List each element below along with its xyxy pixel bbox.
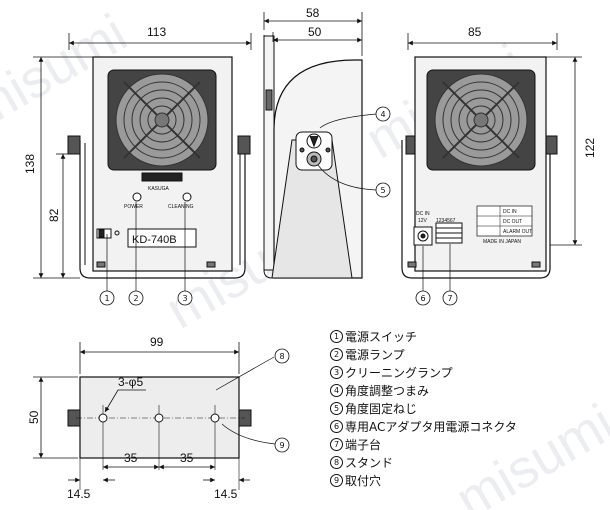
bottom-width-dim: 99	[150, 335, 164, 349]
terminal-row-2: DC OUT	[503, 219, 522, 225]
legend-label: 取付穴	[345, 474, 382, 488]
callout-4: 4	[380, 110, 385, 119]
front-view: KASUGA	[67, 56, 251, 279]
legend-label: スタンド	[345, 456, 394, 470]
made-in-label: MADE IN JAPAN	[483, 239, 521, 245]
legend-label: 電源ランプ	[345, 348, 405, 362]
callout-8: 8	[279, 352, 284, 361]
legend-label: 角度調整つまみ	[345, 384, 430, 398]
legend-label: 専用ACアダプタ用電源コネクタ	[345, 420, 517, 434]
rear-view	[401, 56, 558, 279]
pitch-left-dim: 35	[124, 451, 138, 465]
rear-height-dim: 122	[583, 138, 597, 158]
side-outer-dim: 58	[306, 6, 320, 20]
legend-number: 4	[330, 384, 343, 397]
front-logo: KASUGA	[148, 186, 170, 192]
legend-label: 角度固定ねじ	[345, 402, 418, 416]
callout-7: 7	[447, 294, 452, 303]
rear-dimension-lines	[407, 33, 582, 246]
front-width-dim: 113	[147, 25, 166, 39]
legend-number: 8	[330, 456, 343, 469]
callout-5: 5	[380, 186, 385, 195]
legend-number: 1	[330, 330, 343, 343]
legend-number: 6	[330, 420, 343, 433]
callout-3: 3	[182, 294, 187, 303]
legend-number: 5	[330, 402, 343, 415]
front-base-dim: 82	[47, 208, 61, 222]
holes-label: 3-φ5	[118, 375, 143, 389]
offset-left-dim: 14.5	[67, 487, 91, 501]
callout-leaders	[106, 113, 451, 445]
cleaning-label: CLEANING	[168, 204, 194, 210]
terminal-row-3: ALARM OUT	[503, 229, 532, 235]
side-view	[263, 35, 363, 279]
side-dimension-lines	[263, 12, 363, 56]
side-inner-dim: 50	[308, 25, 322, 39]
legend-number: 2	[330, 348, 343, 361]
legend-number: 3	[330, 366, 343, 379]
rear-width-dim: 85	[468, 25, 482, 39]
pitch-right-dim: 35	[180, 451, 194, 465]
callout-9: 9	[279, 441, 284, 450]
front-dimension-lines	[33, 33, 252, 279]
legend-number: 9	[330, 474, 343, 487]
offset-right-dim: 14.5	[214, 487, 238, 501]
model-label: KD-740B	[132, 234, 177, 246]
terminal-row-1: DC IN	[503, 209, 517, 215]
power-label: POWER	[124, 204, 143, 210]
callout-2: 2	[133, 294, 138, 303]
legend-number: 7	[330, 438, 343, 451]
legend-label: 電源スイッチ	[345, 330, 418, 344]
legend-label: クリーニングランプ	[345, 366, 453, 380]
legend-label: 端子台	[345, 438, 382, 452]
dc-in-label: DC IN	[416, 211, 430, 217]
callout-6: 6	[420, 294, 425, 303]
bottom-view	[67, 376, 252, 490]
bottom-depth-dim: 50	[27, 410, 41, 424]
callout-circles	[99, 106, 458, 453]
pin-numbers-label: 1234567	[436, 218, 456, 224]
bottom-dimension-lines	[33, 342, 250, 483]
callout-1: 1	[104, 294, 109, 303]
front-height-dim: 138	[23, 154, 37, 174]
dc-voltage-label: 12V	[418, 218, 428, 224]
